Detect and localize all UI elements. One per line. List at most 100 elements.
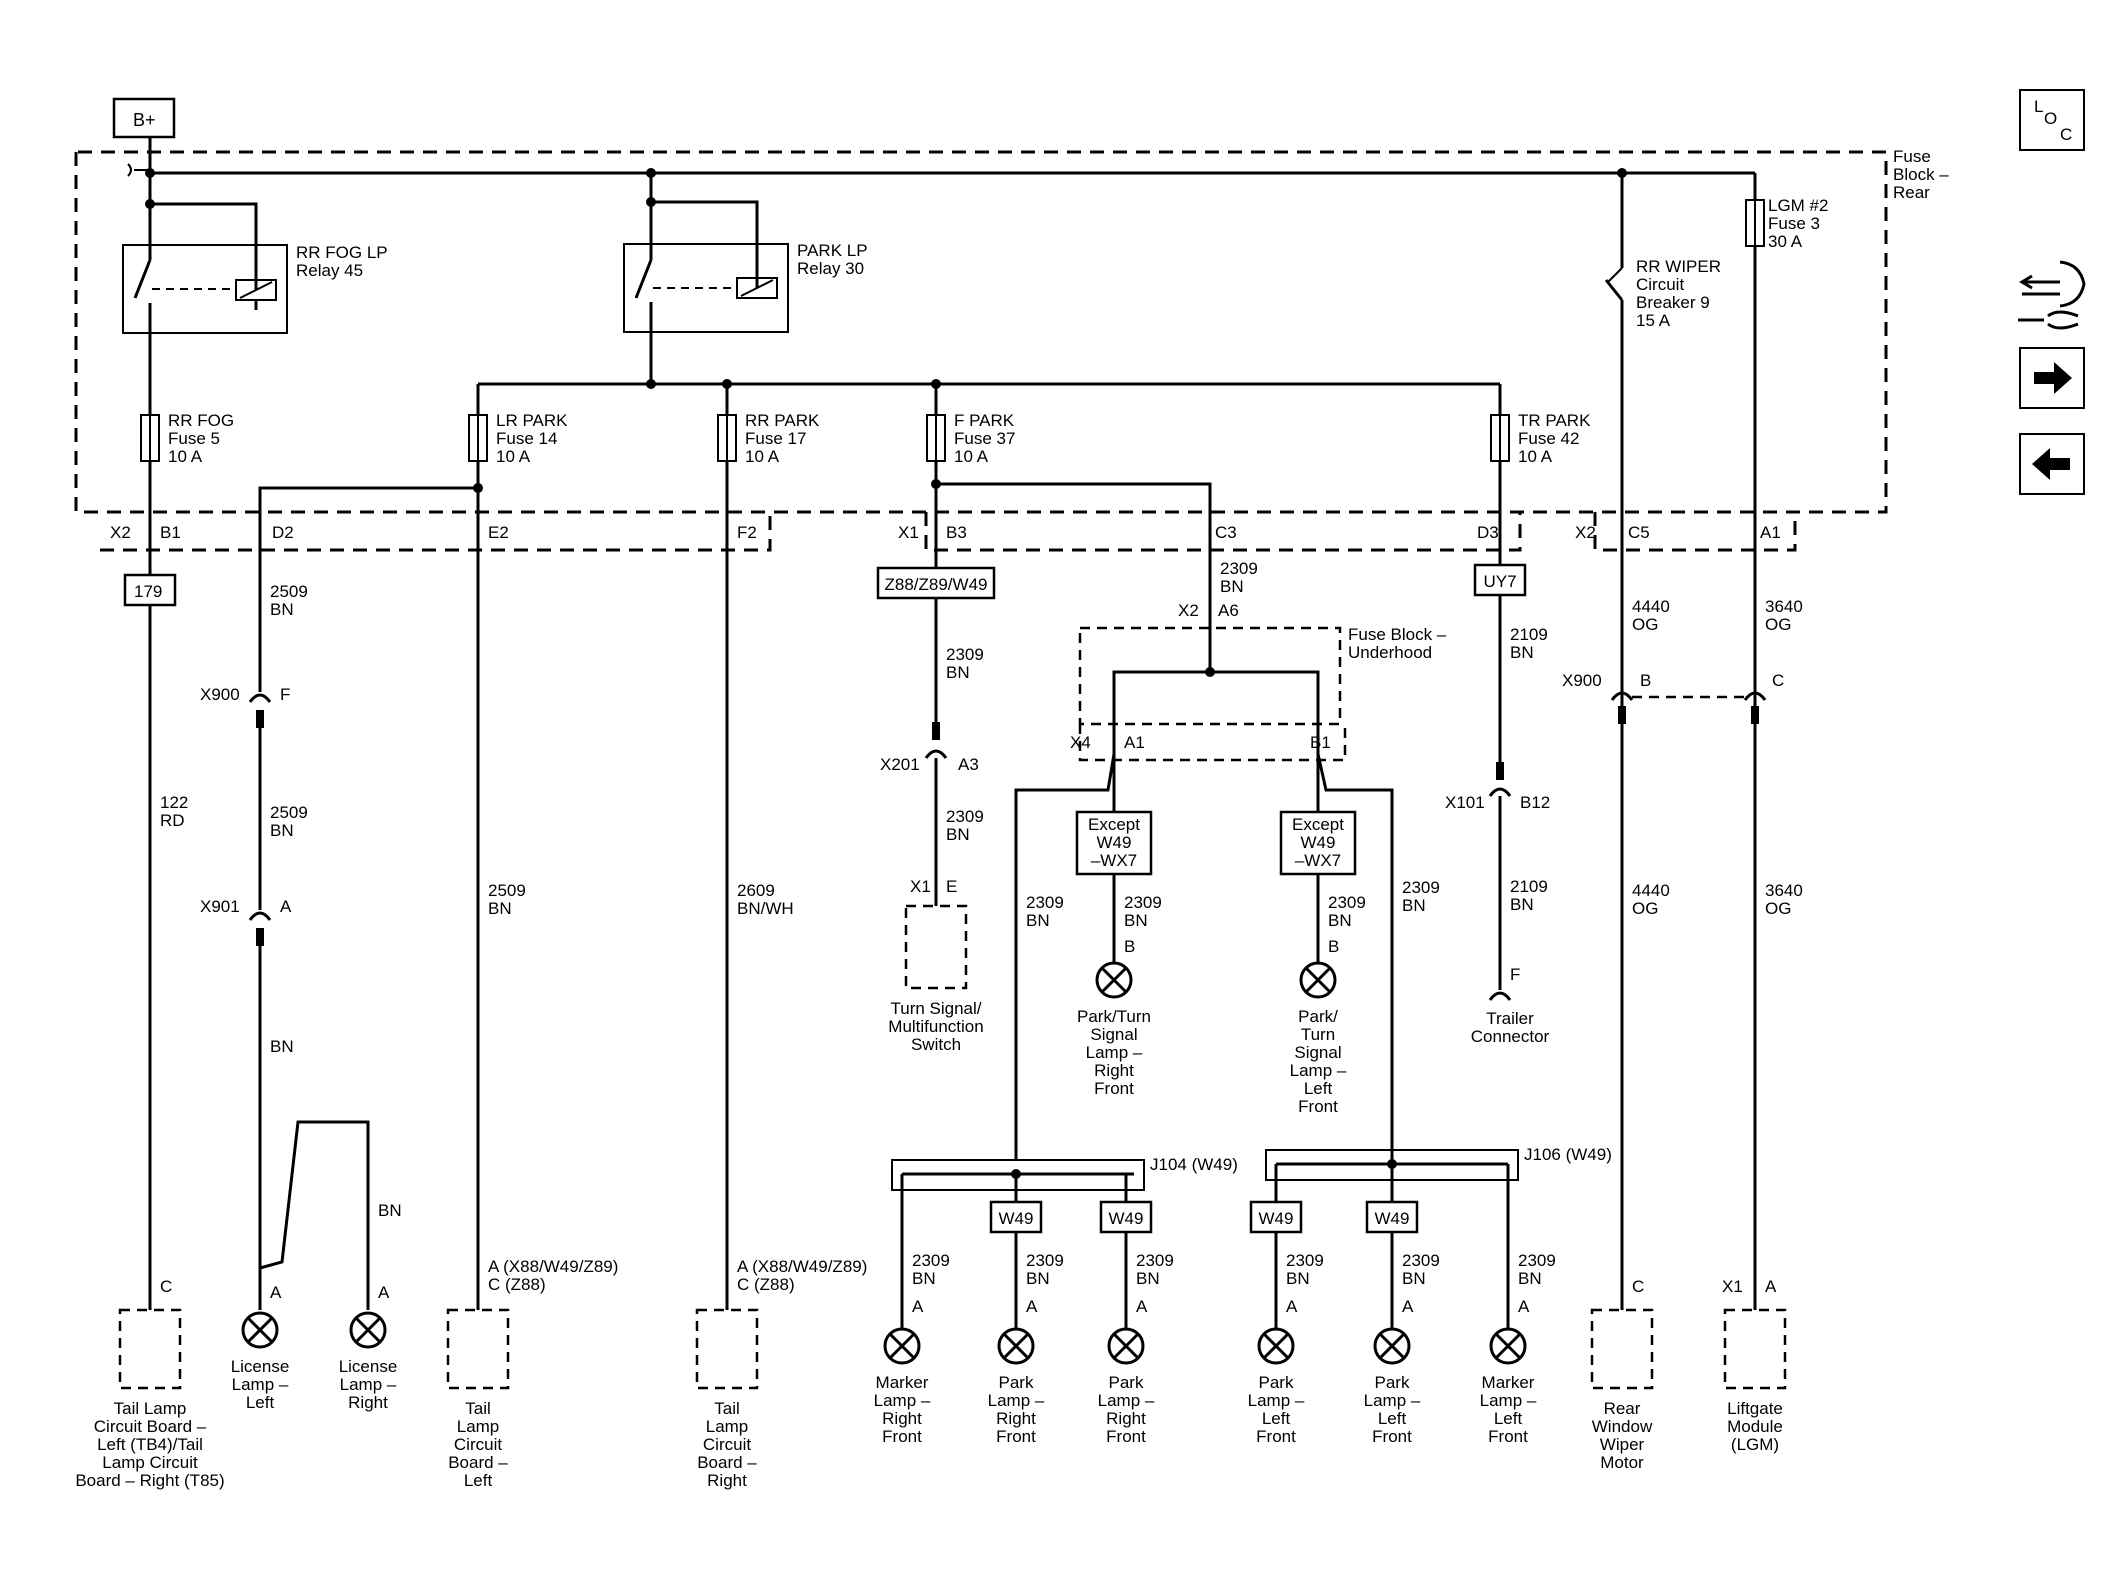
park-lamp-right-front-1-label-2: Lamp –: [988, 1391, 1045, 1410]
wire-4440-a-color: OG: [1632, 615, 1658, 634]
liftgate-label-1: Liftgate: [1727, 1399, 1783, 1418]
wire-2509-b-circuit: 2509: [270, 803, 308, 822]
park-turn-lf-label-4: Lamp –: [1290, 1061, 1347, 1080]
tail-board-label-3: Left (TB4)/Tail: [97, 1435, 203, 1454]
rr-fog-relay-sub: Relay 45: [296, 261, 363, 280]
marker-lamp-right-front-label-1: Marker: [876, 1373, 929, 1392]
underhood-label-1: Fuse Block –: [1348, 625, 1447, 644]
underhood-pin-b1: B1: [1310, 733, 1331, 752]
marker-lamp-left-front-label-3: Left: [1494, 1409, 1523, 1428]
marker-lamp-left-front: [1489, 1327, 1527, 1365]
svg-text:Circuit: Circuit: [1636, 275, 1684, 294]
marker-lamp-right-front-wire-circuit: 2309: [912, 1251, 950, 1270]
trailer-pin-f: F: [1510, 965, 1520, 984]
wire-2509-a-color: BN: [270, 600, 294, 619]
tail-board-label-4: Lamp Circuit: [102, 1453, 198, 1472]
wire-3640-b-color: OG: [1765, 899, 1791, 918]
license-right-label-1: License: [339, 1357, 398, 1376]
svg-text:W49: W49: [1259, 1209, 1294, 1228]
next-page-button[interactable]: [2019, 347, 2085, 409]
wire-2309-ptr-circuit: 2309: [1124, 893, 1162, 912]
park-turn-lamp-right-front: [1095, 961, 1133, 999]
rr-fog-relay-name: RR FOG LP: [296, 243, 388, 262]
svg-text:10 A: 10 A: [1518, 447, 1553, 466]
svg-text:F PARK: F PARK: [954, 411, 1015, 430]
fuse-block-rear-outline: [74, 150, 1888, 514]
trailer-label-2: Connector: [1471, 1027, 1550, 1046]
option-uy7-label: UY7: [1483, 572, 1516, 591]
tail-left-label-1: Tail: [465, 1399, 491, 1418]
tail-lamp-right-connector: [695, 1308, 759, 1390]
park-lamp-right-front-1-pin: A: [1026, 1297, 1038, 1316]
liftgate-label-2: Module: [1727, 1417, 1783, 1436]
fuse-lgm2: LGM #2 Fuse 3 30 A: [1745, 196, 1828, 251]
battery-positive-box: [112, 97, 176, 139]
pin-c3: C3: [1215, 523, 1237, 542]
option-except-left-2: W49: [1301, 833, 1336, 852]
park-lamp-right-front-1-label-4: Front: [996, 1427, 1036, 1446]
svg-text:LGM #2: LGM #2: [1768, 196, 1828, 215]
liftgate-x1: X1: [1722, 1277, 1743, 1296]
fuse-block-rear-label-1: Fuse: [1893, 147, 1931, 166]
park-lamp-right-front-2-wire-color: BN: [1136, 1269, 1160, 1288]
wire-2509-a-circuit: 2509: [270, 582, 308, 601]
tail-board-pin-c: C: [160, 1277, 172, 1296]
park-lamp-right-front-2-label-2: Lamp –: [1098, 1391, 1155, 1410]
svg-text:RR FOG: RR FOG: [168, 411, 234, 430]
wire-3640-b-circuit: 3640: [1765, 881, 1803, 900]
park-lamp-left-front-2-label-4: Front: [1372, 1427, 1412, 1446]
connector-x101: X101: [1445, 793, 1485, 812]
tail-left-note-c: C (Z88): [488, 1275, 546, 1294]
underhood-pin-a1: A1: [1124, 733, 1145, 752]
park-lamp-left-front-2-label-1: Park: [1375, 1373, 1410, 1392]
wire-2309-lf-circuit: 2309: [1402, 878, 1440, 897]
connector-x900-left: X900: [200, 685, 240, 704]
pin-e2: E2: [488, 523, 509, 542]
svg-text:Fuse 3: Fuse 3: [1768, 214, 1820, 233]
svg-text:C: C: [2060, 125, 2072, 144]
marker-lamp-right-front-wire-color: BN: [912, 1269, 936, 1288]
connector-x900-pin-b: B: [1640, 671, 1651, 690]
wire-2609-circuit: 2609: [737, 881, 775, 900]
park-lamp-left-front-1-label-4: Front: [1256, 1427, 1296, 1446]
park-lamp-right-front-1-wire-circuit: 2309: [1026, 1251, 1064, 1270]
pin-d2: D2: [272, 523, 294, 542]
tail-right-label-3: Circuit: [703, 1435, 751, 1454]
location-button[interactable]: L O C: [2019, 89, 2085, 151]
license-left-label-2: Lamp –: [232, 1375, 289, 1394]
wiper-pin-c: C: [1632, 1277, 1644, 1296]
connector-view-icon[interactable]: [2018, 260, 2086, 330]
previous-page-button[interactable]: [2019, 433, 2085, 495]
park-turn-rf-label-1: Park/Turn: [1077, 1007, 1151, 1026]
option-uy7-box: [1473, 563, 1527, 597]
license-left-label-1: License: [231, 1357, 290, 1376]
wire-122-circuit: 122: [160, 793, 188, 812]
fuse-block-rear-label-2: Block –: [1893, 165, 1949, 184]
marker-lamp-right-front-pin: A: [912, 1297, 924, 1316]
connector-x101-pin-b12: B12: [1520, 793, 1550, 812]
tail-lamp-board-connector: [118, 1308, 182, 1390]
liftgate-pin-a: A: [1765, 1277, 1777, 1296]
trailer-label-1: Trailer: [1486, 1009, 1534, 1028]
park-turn-lf-label-2: Turn: [1301, 1025, 1335, 1044]
license-lamp-right: [349, 1311, 387, 1349]
park-turn-lamp-left-front: [1299, 961, 1337, 999]
svg-text:15 A: 15 A: [1636, 311, 1671, 330]
park-lamp-right-front-1-wire-color: BN: [1026, 1269, 1050, 1288]
park-lamp-left-front-2-pin: A: [1402, 1297, 1414, 1316]
wiper-label-4: Motor: [1600, 1453, 1644, 1472]
park-lamp-right-front-2-label-4: Front: [1106, 1427, 1146, 1446]
park-turn-rf-label-4: Right: [1094, 1061, 1134, 1080]
switch-connector-pin-e: E: [946, 877, 957, 896]
svg-text:10 A: 10 A: [168, 447, 203, 466]
tail-left-label-2: Lamp: [457, 1417, 500, 1436]
wire-4440-b-circuit: 4440: [1632, 881, 1670, 900]
park-lamp-left-front-2-label-3: Left: [1378, 1409, 1407, 1428]
park-lamp-right-front-2-pin: A: [1136, 1297, 1148, 1316]
park-turn-rf-label-5: Front: [1094, 1079, 1134, 1098]
svg-text:O: O: [2044, 109, 2057, 128]
pin-f2: F2: [737, 523, 757, 542]
park-turn-lf-label-6: Front: [1298, 1097, 1338, 1116]
underhood-pin-a6: A6: [1218, 601, 1239, 620]
w49-box-2: W49: [1099, 1200, 1153, 1234]
